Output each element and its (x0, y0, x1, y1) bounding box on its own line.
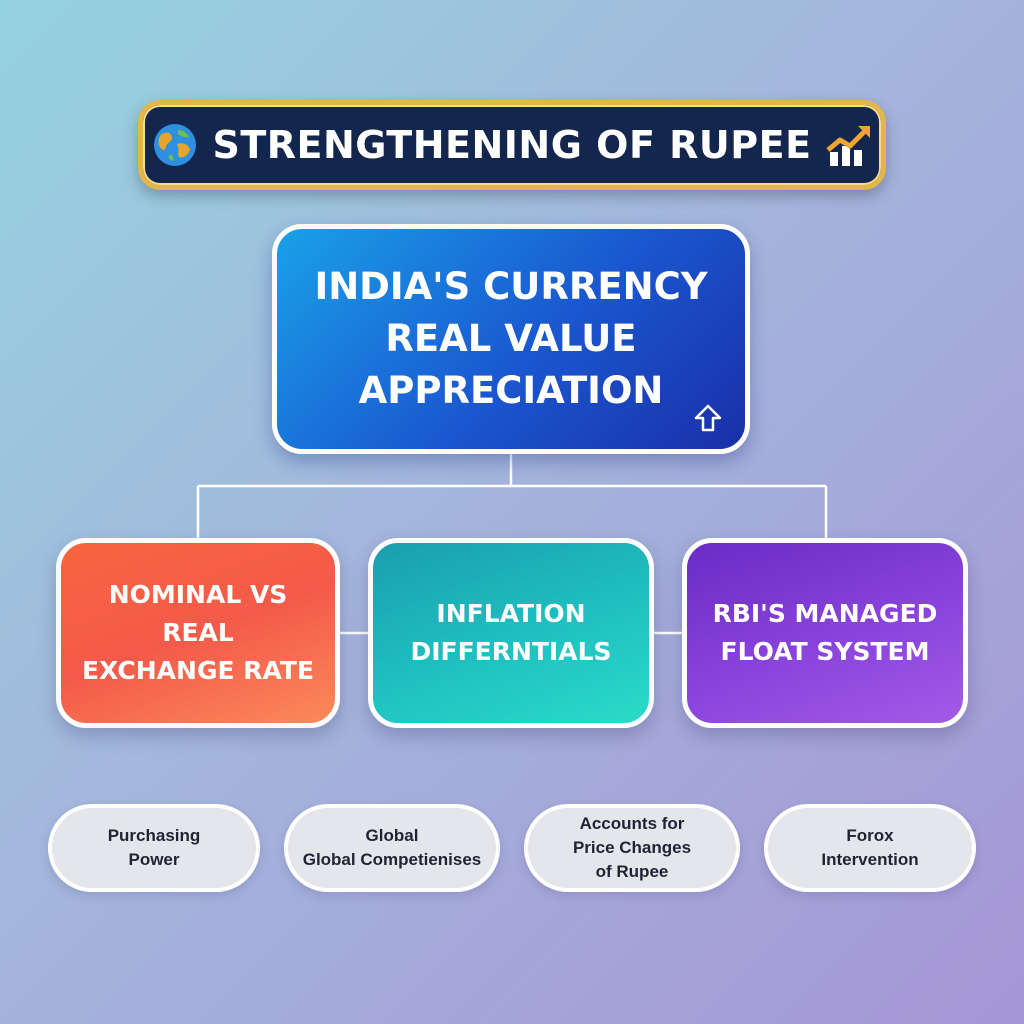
pill-text: Purchasing Power (108, 824, 201, 872)
main-node-text: INDIA'S CURRENCY REAL VALUE APPRECIATION (301, 261, 721, 417)
globe-icon (150, 120, 200, 170)
main-node-line: APPRECIATION (358, 369, 664, 412)
pill-line: Intervention (821, 850, 919, 869)
pill-price-changes: Accounts for Price Changes of Rupee (524, 804, 740, 892)
sub-node-line: EXCHANGE RATE (81, 656, 315, 685)
title-banner: STRENGTHENING OF RUPEE (138, 100, 886, 190)
sub-node-rbi-float: RBI'S MANAGED FLOAT SYSTEM (682, 538, 968, 728)
sub-node-inflation: INFLATION DIFFERNTIALS (368, 538, 654, 728)
sub-node-line: NOMINAL VS REAL (108, 580, 288, 647)
pill-line: Price Changes (572, 838, 692, 857)
sub-node-nominal-vs-real: NOMINAL VS REAL EXCHANGE RATE (56, 538, 340, 728)
title-text: STRENGTHENING OF RUPEE (212, 123, 812, 167)
pill-line: Purchasing (107, 826, 201, 845)
pill-text: Global Global Competienises (303, 824, 482, 872)
sub-node-text: INFLATION DIFFERNTIALS (386, 595, 636, 671)
sub-node-text: NOMINAL VS REAL EXCHANGE RATE (73, 576, 323, 690)
pill-line: Accounts for (579, 814, 685, 833)
pill-line: Global Competienises (302, 850, 482, 869)
chart-up-icon (824, 120, 874, 170)
pill-global-competitiveness: Global Global Competienises (284, 804, 500, 892)
main-node-line: INDIA'S CURRENCY (314, 265, 708, 308)
pill-text: Forox Intervention (821, 824, 918, 872)
pill-line: of Rupee (595, 862, 669, 881)
sub-node-line: RBI'S MANAGED (712, 599, 938, 628)
sub-node-line: INFLATION (436, 599, 586, 628)
pill-text: Accounts for Price Changes of Rupee (573, 812, 691, 884)
pill-forex-intervention: Forox Intervention (764, 804, 976, 892)
pill-purchasing-power: Purchasing Power (48, 804, 260, 892)
main-node-line: REAL VALUE (385, 317, 637, 360)
sub-node-line: FLOAT SYSTEM (720, 637, 930, 666)
sub-node-line: DIFFERNTIALS (410, 637, 612, 666)
main-node: INDIA'S CURRENCY REAL VALUE APPRECIATION (272, 224, 750, 454)
pill-line: Power (128, 850, 180, 869)
pill-line: Forox (846, 826, 894, 845)
up-arrow-icon (693, 403, 723, 433)
pill-line: Global (365, 826, 419, 845)
sub-node-text: RBI'S MANAGED FLOAT SYSTEM (700, 595, 950, 671)
